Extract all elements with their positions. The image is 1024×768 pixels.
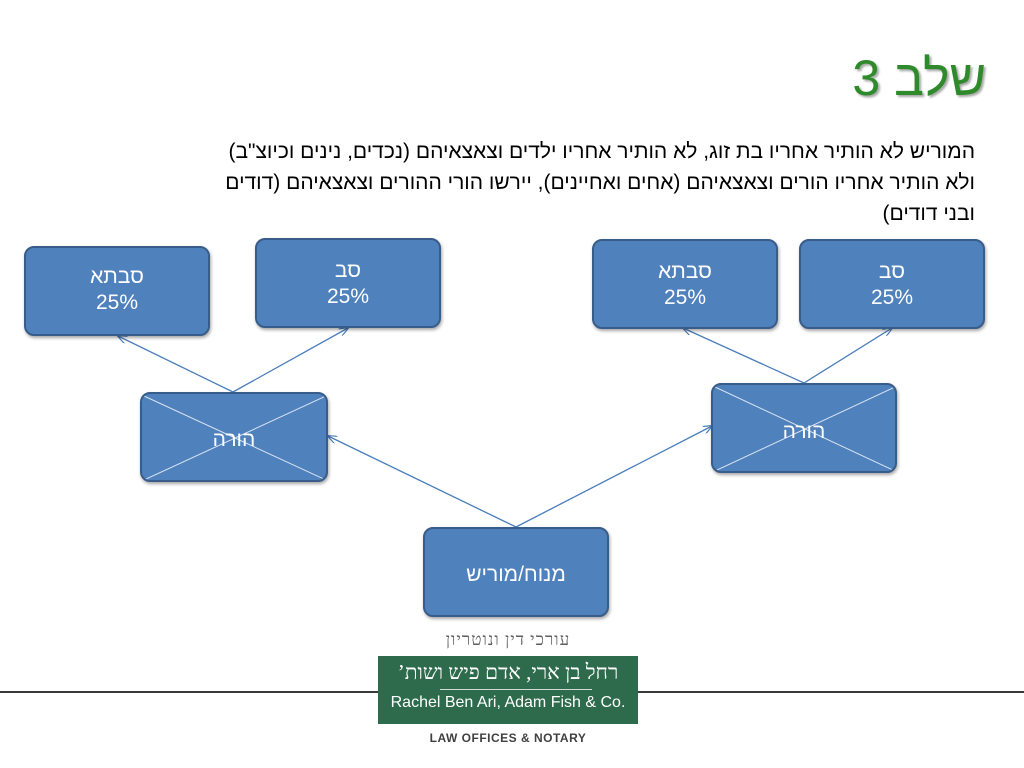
arrow-to-left-grandfather — [232, 328, 348, 393]
arrow-to-left-parent — [328, 436, 517, 528]
logo-english-name: Rachel Ben Ari, Adam Fish & Co. — [390, 694, 626, 711]
arrow-to-right-grandfather — [803, 328, 892, 384]
deceased-box: מנוח/מוריש — [423, 527, 609, 617]
cross-out-mark — [714, 386, 895, 471]
left-parent-box: הורה — [140, 392, 328, 482]
left-parent-label: הורה — [212, 428, 256, 451]
body-line-2: ולא הותיר אחריו הורים וצאצאיהם (אחים ואח… — [225, 171, 975, 194]
logo-tagline: LAW OFFICES & NOTARY — [429, 731, 587, 745]
slide-title: שלב 3 — [852, 50, 986, 106]
logo-subtitle: עורכי דין ונוטריון — [445, 630, 571, 649]
right-parent-box: הורה — [711, 383, 897, 473]
right-parent-label: הורה — [782, 420, 826, 443]
body-line-3: ובני דודים) — [882, 202, 975, 225]
right-grandfather-share: 25% — [870, 286, 914, 309]
right-grandmother-share: 25% — [663, 286, 707, 309]
footer-logo-area: עורכי דין ונוטריון רחל בן ארי, אדם פיש ו… — [0, 620, 1024, 768]
right-grandfather-box: סב 25% — [799, 239, 985, 329]
left-grandfather-share: 25% — [326, 285, 370, 308]
body-line-1: המוריש לא הותיר אחריו בת זוג, לא הותיר א… — [228, 140, 975, 163]
arrow-to-right-parent — [515, 426, 712, 528]
firm-logo: רחל בן ארי, אדם פיש ושות’ Rachel Ben Ari… — [378, 656, 638, 724]
deceased-label: מנוח/מוריש — [466, 563, 566, 586]
cross-out-mark — [143, 395, 326, 480]
left-grandmother-share: 25% — [95, 291, 139, 314]
left-grandfather-box: סב 25% — [255, 238, 441, 328]
left-grandfather-label: סב — [334, 259, 362, 282]
right-grandmother-label: סבתא — [658, 260, 712, 283]
arrow-to-right-grandmother — [683, 328, 805, 384]
arrow-to-left-grandmother — [118, 336, 234, 393]
left-grandmother-box: סבתא 25% — [24, 246, 210, 336]
left-grandmother-label: סבתא — [90, 265, 144, 288]
logo-divider — [440, 689, 592, 690]
slide-body-text: המוריש לא הותיר אחריו בת זוג, לא הותיר א… — [105, 136, 975, 229]
right-grandmother-box: סבתא 25% — [592, 239, 778, 329]
logo-hebrew-name: רחל בן ארי, אדם פיש ושות’ — [397, 660, 619, 684]
right-grandfather-label: סב — [878, 260, 906, 283]
